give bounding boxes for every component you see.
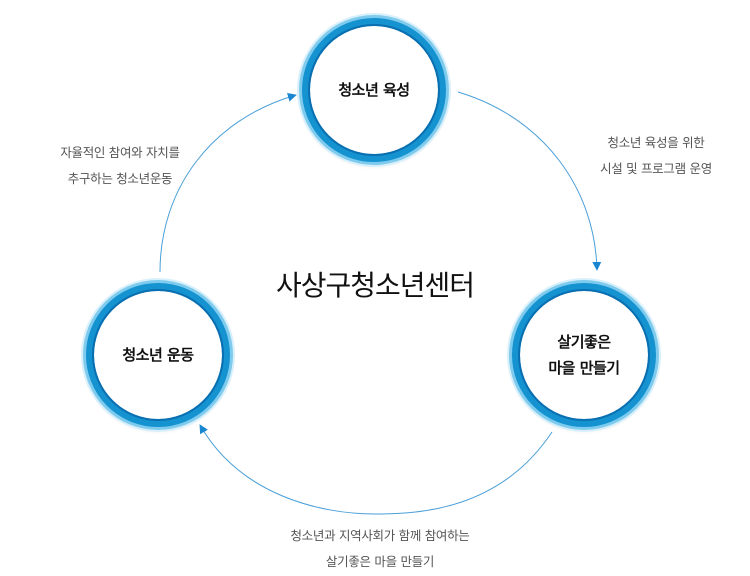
connector-right-to-left bbox=[199, 424, 553, 515]
node-youth-development: 청소년 육성 bbox=[302, 18, 446, 162]
node-youth-development-label: 청소년 육성 bbox=[338, 81, 410, 99]
center-title: 사상구청소년센터 bbox=[275, 269, 475, 302]
connector-left-to-top bbox=[159, 92, 297, 273]
caption-bottom: 청소년과 지역사회가 함께 참여하는 살기좋은 마을 만들기 bbox=[290, 528, 470, 569]
node-youth-movement-label: 청소년 운동 bbox=[122, 346, 194, 364]
caption-top-right: 청소년 육성을 위한 시설 및 프로그램 운영 bbox=[600, 135, 712, 176]
node-youth-movement: 청소년 운동 bbox=[86, 283, 230, 427]
connector-top-to-right bbox=[457, 91, 602, 271]
node-livable-village: 살기좋은 마을 만들기 bbox=[512, 283, 656, 427]
caption-top-left: 자율적인 참여와 자치를 추구하는 청소년운동 bbox=[60, 145, 180, 186]
node-livable-village-label: 살기좋은 마을 만들기 bbox=[548, 333, 620, 377]
